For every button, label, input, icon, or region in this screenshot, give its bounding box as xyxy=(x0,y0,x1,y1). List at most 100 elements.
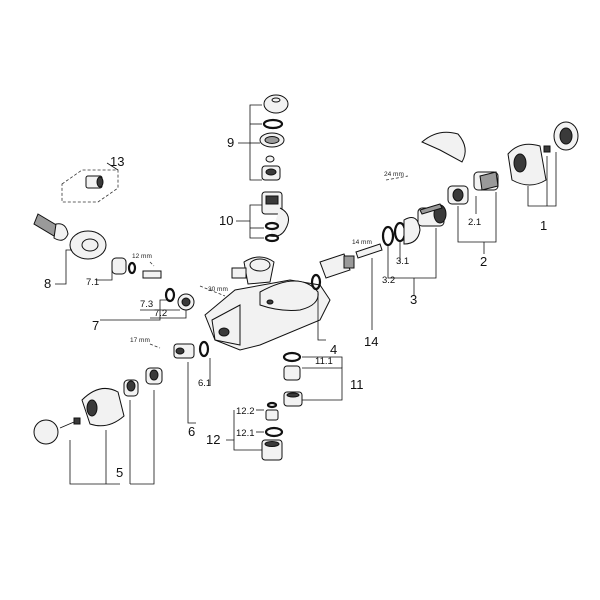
callout-10: 10 xyxy=(219,213,233,228)
part-6-check-valve xyxy=(173,340,210,359)
part-9-ring xyxy=(262,118,284,130)
part-5-temperature-handle xyxy=(33,367,163,445)
part-5-adapter-core xyxy=(126,380,136,392)
part-2-element-thread xyxy=(479,171,499,191)
callout-7-3: 7.3 xyxy=(140,299,153,310)
callout-13: 13 xyxy=(110,154,124,169)
part-6-oring xyxy=(198,340,210,358)
leader-8 xyxy=(55,249,72,285)
callout-3: 3 xyxy=(410,292,417,307)
dim-17mm: 17 mm xyxy=(130,337,150,344)
part-2-nut-core xyxy=(452,188,464,202)
callout-6: 6 xyxy=(188,424,195,439)
part-8-rosette-hole xyxy=(81,238,99,252)
part-3-oring-a xyxy=(381,225,395,247)
callout-7-2: 7.2 xyxy=(154,308,167,319)
part-9-cap-assembly xyxy=(259,94,289,181)
part-13-coupling xyxy=(61,169,119,203)
body-spout xyxy=(259,280,319,311)
part-10-oring-a xyxy=(264,221,280,231)
part-4-thread xyxy=(343,255,355,269)
dim-24mm-tick xyxy=(385,175,409,181)
callout-3-1: 3.1 xyxy=(396,256,409,267)
dim-24mm: 24 mm xyxy=(384,171,404,178)
part-11-ring xyxy=(282,351,302,363)
part-7-nut-a xyxy=(111,257,127,275)
part-1-screw xyxy=(543,145,551,153)
callout-7-1: 7.1 xyxy=(86,277,99,288)
leader-10a xyxy=(236,204,262,222)
callout-9: 9 xyxy=(227,135,234,150)
part-1-handle xyxy=(507,121,579,186)
thermostat-body xyxy=(204,256,331,351)
part-5-cap xyxy=(33,419,59,445)
part-12-nut-top xyxy=(264,441,280,447)
leader-4 xyxy=(317,292,326,341)
dim-30mm: 30 mm xyxy=(208,286,228,293)
part-2-cover xyxy=(421,131,466,163)
leader-2 xyxy=(457,192,497,243)
dim-12mm-tick xyxy=(149,261,155,267)
part-6-end xyxy=(175,347,185,355)
part-9-nut-hole xyxy=(264,136,280,144)
part-7-wrench-12 xyxy=(142,270,162,279)
part-3-seat xyxy=(403,217,421,245)
callout-8: 8 xyxy=(44,276,51,291)
part-5-handle-face xyxy=(86,399,98,417)
leader-13 xyxy=(106,162,119,171)
part-12-sleeve xyxy=(265,409,279,421)
leader-10b xyxy=(249,221,264,239)
part-4-oring xyxy=(310,273,322,291)
part-3-thread xyxy=(419,203,443,215)
part-5-screw xyxy=(59,421,75,429)
callout-11: 11 xyxy=(350,377,364,392)
part-7-nut-b-core xyxy=(181,297,191,307)
part-2-thermo-element xyxy=(421,131,499,205)
part-7-washer xyxy=(127,261,137,275)
leader-11-1 xyxy=(302,367,343,384)
body-hole xyxy=(266,299,274,305)
callout-12-2: 12.2 xyxy=(236,406,255,417)
callout-14: 14 xyxy=(364,334,378,349)
leader-11b xyxy=(302,384,343,401)
part-1-grip-face xyxy=(513,153,527,173)
part-10-head xyxy=(265,195,279,205)
part-4-body xyxy=(319,253,351,279)
leader-12 xyxy=(226,439,262,451)
callout-7: 7 xyxy=(92,318,99,333)
part-14-tool xyxy=(355,243,383,259)
leader-3 xyxy=(387,228,437,279)
body-outlet xyxy=(218,327,230,337)
callout-4: 4 xyxy=(330,342,337,357)
callout-12-1: 12.1 xyxy=(236,428,255,439)
part-9-washer xyxy=(265,155,275,163)
leader-7-2 xyxy=(150,310,187,319)
callout-2: 2 xyxy=(480,254,487,269)
part-10-oring-b xyxy=(264,233,280,243)
part-3-check-valve xyxy=(381,203,447,247)
callout-11-1: 11.1 xyxy=(315,356,333,367)
body-stub xyxy=(231,267,247,279)
dim-12mm: 12 mm xyxy=(132,253,152,260)
leader-9d xyxy=(249,143,262,181)
part-9-spindle-core xyxy=(265,168,277,176)
callout-5: 5 xyxy=(116,465,123,480)
dim-17mm-tick xyxy=(149,343,161,349)
part-8-eccentric xyxy=(33,213,107,260)
part-9-cap xyxy=(263,94,289,114)
leader-11c xyxy=(302,356,343,368)
part-9-cap-top xyxy=(271,97,281,103)
body-left-face xyxy=(211,304,241,346)
callout-1: 1 xyxy=(540,218,547,233)
body-top-boss-face xyxy=(249,258,271,272)
leader-5d xyxy=(130,390,155,485)
dim-30mm-tick xyxy=(199,285,226,297)
part-12-oring xyxy=(264,426,284,438)
leader-6 xyxy=(187,362,196,424)
part-12-diverter xyxy=(261,401,284,461)
part-13-fitting-end xyxy=(96,176,104,188)
part-10-cartridge xyxy=(261,191,290,243)
part-5-screw-head xyxy=(73,417,81,425)
